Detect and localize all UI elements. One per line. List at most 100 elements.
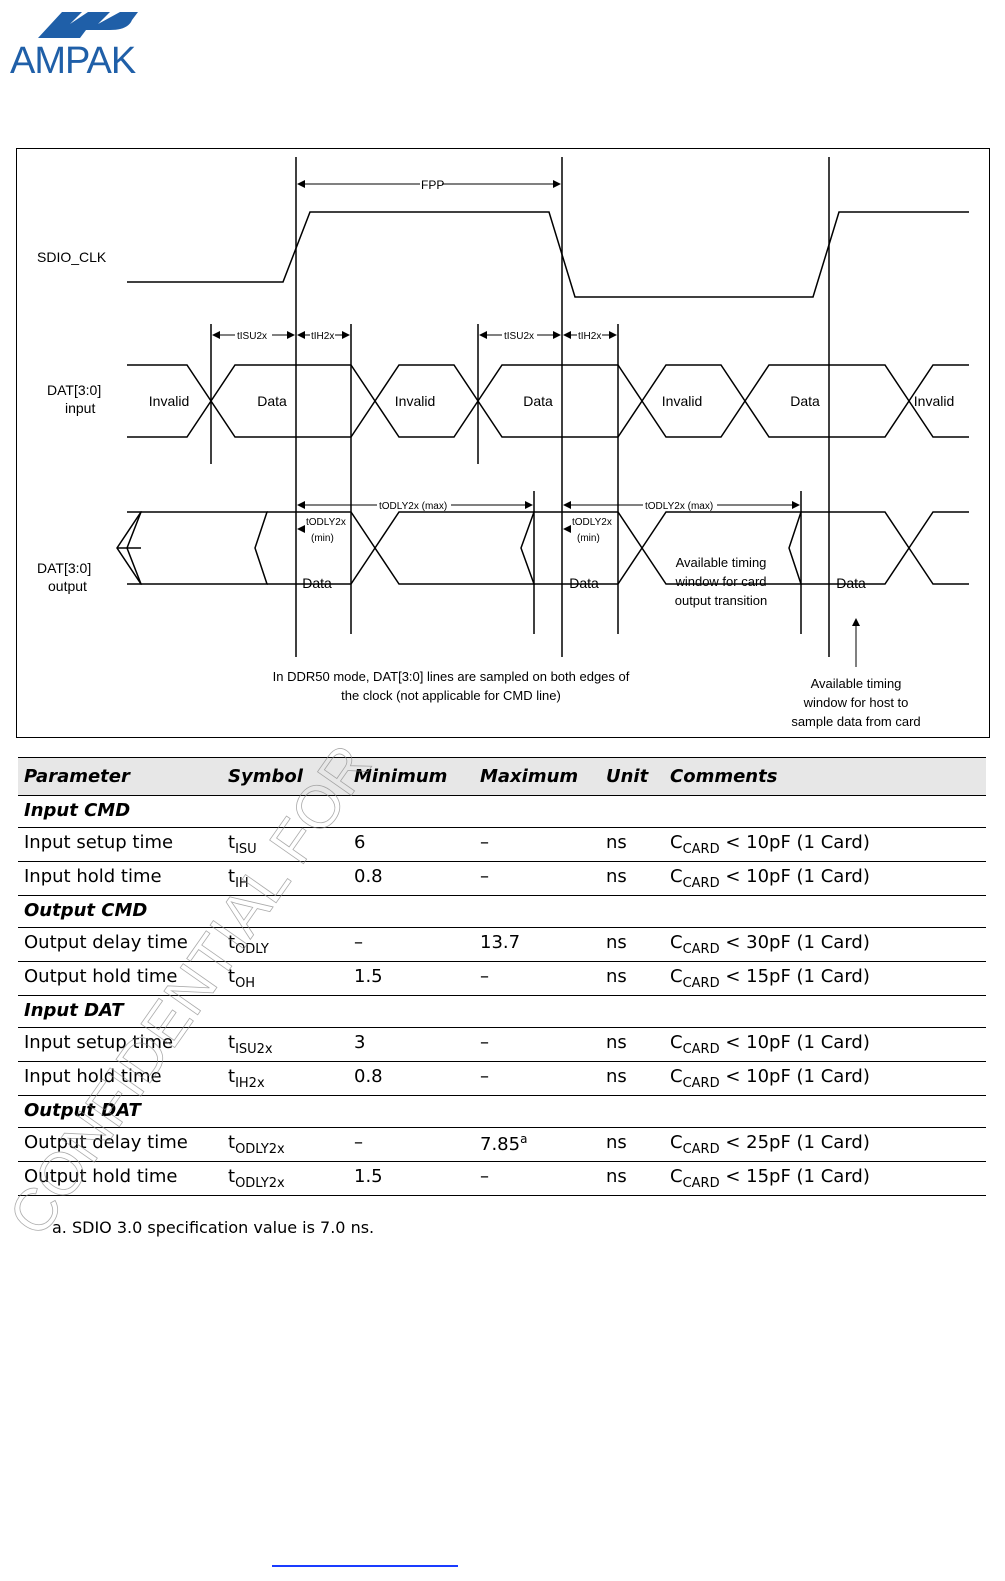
minimum-cell: – bbox=[348, 927, 474, 962]
unit-cell: ns bbox=[600, 961, 664, 996]
parameter-text: Output delay time bbox=[24, 932, 188, 953]
comment-rest: < 10pF (1 Card) bbox=[719, 832, 870, 853]
tih2x-label-2: tIH2x bbox=[578, 331, 601, 342]
dat-input-label-2: input bbox=[65, 400, 95, 416]
ddr50-note-line-2: the clock (not applicable for CMD line) bbox=[341, 688, 561, 703]
unit-value: ns bbox=[606, 966, 627, 987]
maximum-cell: – bbox=[474, 1061, 600, 1096]
col-unit: Unit bbox=[600, 757, 664, 796]
todly-min-sub-2: (min) bbox=[577, 533, 600, 544]
maximum-cell: – bbox=[474, 861, 600, 896]
comments-cell: CCARD < 15pF (1 Card) bbox=[664, 1161, 986, 1196]
ampak-logo: AMPAK bbox=[10, 10, 160, 82]
todly-max-label: tODLY2x (max) bbox=[379, 501, 447, 512]
table-header-row: Parameter Symbol Minimum Maximum Unit Co… bbox=[18, 757, 986, 796]
symbol-base: t bbox=[228, 1066, 236, 1087]
comments-cell: CCARD < 15pF (1 Card) bbox=[664, 961, 986, 996]
parameter-cell: Output hold time bbox=[18, 1161, 222, 1196]
data-label: Data bbox=[523, 393, 553, 409]
symbol-subscript: ISU bbox=[235, 842, 257, 857]
unit-value: ns bbox=[606, 866, 627, 887]
comment-rest: < 10pF (1 Card) bbox=[719, 1032, 870, 1053]
parameter-text: Input setup time bbox=[24, 1032, 174, 1053]
window-host-line-1: Available timing bbox=[811, 676, 902, 691]
minimum-value: – bbox=[354, 932, 363, 953]
minimum-cell: 1.5 bbox=[348, 961, 474, 996]
symbol-cell: tODLY2x bbox=[222, 1161, 348, 1196]
maximum-value: – bbox=[480, 966, 489, 987]
unit-value: ns bbox=[606, 1166, 627, 1187]
comment-subscript: CARD bbox=[682, 1176, 720, 1191]
unit-cell: ns bbox=[600, 1161, 664, 1196]
comment-subscript: CARD bbox=[682, 842, 720, 857]
invalid-label: Invalid bbox=[395, 393, 435, 409]
minimum-value: 3 bbox=[354, 1032, 366, 1053]
group-title: Output DAT bbox=[18, 1095, 986, 1128]
symbol-cell: tODLY bbox=[222, 927, 348, 962]
maximum-cell: 13.7 bbox=[474, 927, 600, 962]
parameter-text: Output hold time bbox=[24, 966, 178, 987]
unit-value: ns bbox=[606, 832, 627, 853]
window-card-line-2: window for card bbox=[674, 574, 766, 589]
footnote: a. SDIO 3.0 specification value is 7.0 n… bbox=[52, 1218, 375, 1237]
unit-cell: ns bbox=[600, 927, 664, 962]
symbol-cell: tISU bbox=[222, 827, 348, 862]
minimum-value: 0.8 bbox=[354, 1066, 383, 1087]
symbol-base: t bbox=[228, 1132, 236, 1153]
symbol-cell: tOH bbox=[222, 961, 348, 996]
maximum-value: – bbox=[480, 1032, 489, 1053]
window-host-line-3: sample data from card bbox=[791, 714, 920, 729]
comment-subscript: CARD bbox=[682, 1076, 720, 1091]
minimum-cell: – bbox=[348, 1127, 474, 1162]
logo-text: AMPAK bbox=[10, 40, 136, 82]
parameter-cell: Output hold time bbox=[18, 961, 222, 996]
timing-diagram: FPP SDIO_CLK DAT[3:0] input DAT[3:0] out… bbox=[16, 148, 990, 738]
footnote-ref: a bbox=[520, 1132, 528, 1146]
maximum-cell: – bbox=[474, 1161, 600, 1196]
dat-input-label-1: DAT[3:0] bbox=[47, 382, 101, 398]
col-maximum: Maximum bbox=[474, 757, 600, 796]
logo-mark-icon bbox=[38, 12, 138, 38]
window-card-line-3: output transition bbox=[675, 593, 768, 608]
todly-min-label: tODLY2x bbox=[306, 517, 346, 528]
parameter-text: Input hold time bbox=[24, 1066, 162, 1087]
comment-base: C bbox=[670, 866, 683, 887]
col-minimum: Minimum bbox=[348, 757, 474, 796]
invalid-label: Invalid bbox=[914, 393, 954, 409]
col-comments: Comments bbox=[664, 757, 986, 796]
minimum-cell: 6 bbox=[348, 827, 474, 862]
comment-subscript: CARD bbox=[682, 976, 720, 991]
minimum-cell: 0.8 bbox=[348, 1061, 474, 1096]
table-group-row: Output CMD bbox=[18, 895, 986, 928]
comment-base: C bbox=[670, 1066, 683, 1087]
symbol-subscript: ISU2x bbox=[235, 1042, 273, 1057]
comments-cell: CCARD < 25pF (1 Card) bbox=[664, 1127, 986, 1162]
minimum-value: 1.5 bbox=[354, 1166, 383, 1187]
maximum-cell: – bbox=[474, 827, 600, 862]
comment-subscript: CARD bbox=[682, 876, 720, 891]
comments-cell: CCARD < 10pF (1 Card) bbox=[664, 1027, 986, 1062]
symbol-base: t bbox=[228, 966, 236, 987]
comment-base: C bbox=[670, 1166, 683, 1187]
symbol-subscript: IH2x bbox=[235, 1076, 265, 1091]
comment-subscript: CARD bbox=[682, 942, 720, 957]
tisu2x-label: tISU2x bbox=[237, 331, 267, 342]
comment-rest: < 15pF (1 Card) bbox=[719, 966, 870, 987]
footer-link-underline[interactable] bbox=[272, 1565, 458, 1568]
unit-cell: ns bbox=[600, 1061, 664, 1096]
symbol-cell: tIH bbox=[222, 861, 348, 896]
unit-cell: ns bbox=[600, 1027, 664, 1062]
symbol-subscript: OH bbox=[235, 976, 256, 991]
maximum-value: 13.7 bbox=[480, 932, 521, 953]
symbol-base: t bbox=[228, 832, 236, 853]
comment-subscript: CARD bbox=[682, 1142, 720, 1157]
invalid-label: Invalid bbox=[662, 393, 702, 409]
data-label: Data bbox=[569, 575, 599, 591]
